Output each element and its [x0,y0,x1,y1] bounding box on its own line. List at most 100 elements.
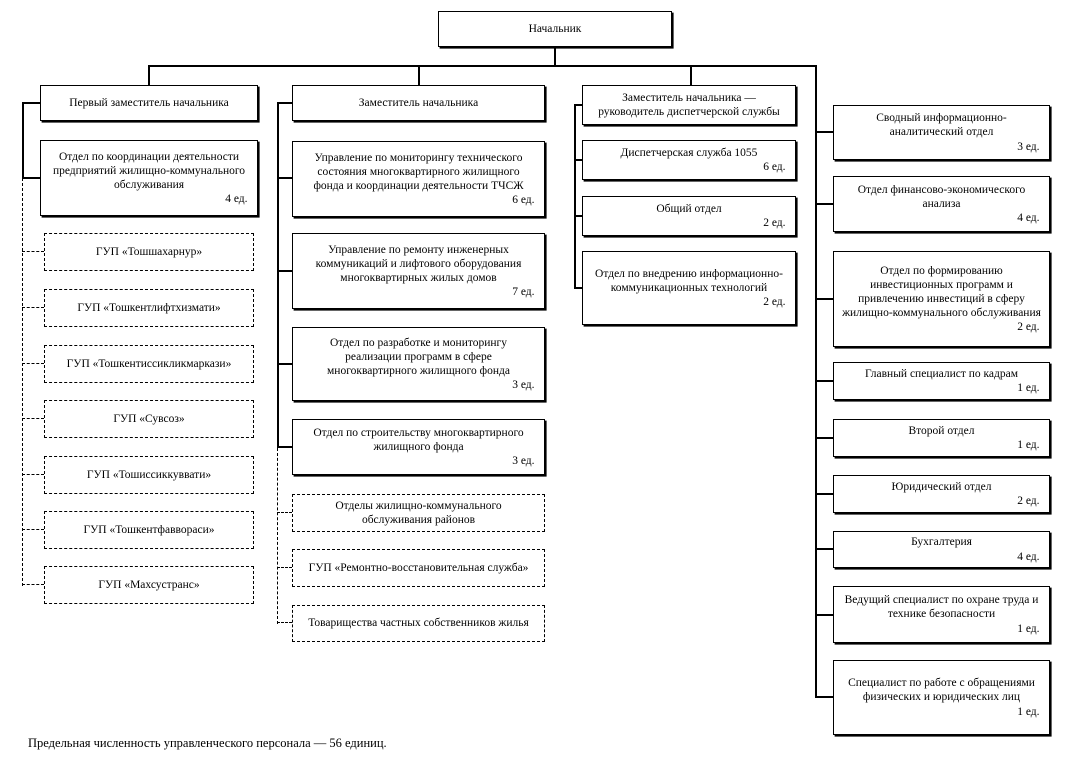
box-count: 6 ед. [763,161,786,173]
connector-line [815,203,833,205]
box-title: Первый заместитель начальника [69,96,229,109]
box-count: 7 ед. [512,286,535,299]
connector-line [815,65,817,698]
box-gup-toshissikkuvvati: ГУП «Тошиссиккуввати» [44,456,254,494]
box-district-services: Отделы жилищно-коммунального обслуживани… [292,494,545,532]
box-count: 1 ед. [1017,705,1040,718]
box-title: Специалист по работе с обращениями физич… [848,677,1035,704]
connector-line-dashed [277,567,292,568]
box-title: Бухгалтерия [911,536,972,549]
box-second-dept: Второй отдел 1 ед. [833,419,1050,457]
connector-line [277,102,292,104]
box-dispatch-service: Диспетчерская служба 1055 6 ед. [582,140,796,180]
box-title: Главный специалист по кадрам [864,367,1019,380]
connector-line-dashed [22,474,44,475]
box-title: ГУП «Тошшахарнур» [95,245,203,258]
connector-line [815,548,833,550]
box-count: 2 ед. [1017,495,1040,507]
connector-line [815,380,833,382]
connector-line-dashed [22,307,44,308]
box-first-deputy: Первый заместитель начальника [40,85,258,121]
connector-line [815,437,833,439]
connector-line [815,614,833,616]
connector-line [277,363,292,365]
box-safety-specialist: Ведущий специалист по охране труда и тех… [833,586,1050,643]
connector-line [148,65,150,85]
footnote: Предельная численность управленческого п… [28,736,387,750]
box-count: 2 ед. [763,217,786,229]
box-count: 1 ед. [1017,382,1040,394]
box-title: Отдел по формированию инвестиционных про… [842,264,1041,319]
box-gup-toshkentissiklikmarkazi: ГУП «Тошкентиссикликмаркази» [44,345,254,383]
box-count: 3 ед. [512,455,535,467]
box-monitoring-dept: Управление по мониторингу технического с… [292,141,545,217]
box-title: ГУП «Тошкентфаввораси» [83,523,215,536]
box-count: 1 ед. [1017,622,1040,635]
box-title: Отдел финансово-экономического анализа [857,183,1026,210]
box-gup-suvsoz: ГУП «Сувсоз» [44,400,254,438]
box-chief: Начальник [438,11,672,47]
connector-line [148,65,816,67]
box-title: Отдел по разработке и мониторингу реализ… [327,336,510,377]
box-count: 2 ед. [763,296,786,308]
connector-line [22,102,40,104]
box-title: Отделы жилищно-коммунального обслуживани… [335,499,502,526]
box-count: 4 ед. [1017,212,1040,224]
box-title: Юридический отдел [891,480,992,493]
connector-line [574,159,582,161]
box-title: ГУП «Ремонтно-восстановительная служба» [308,561,529,574]
box-gup-repair-service: ГУП «Ремонтно-восстановительная служба» [292,549,545,587]
box-gup-toshshaharnur: ГУП «Тошшахарнур» [44,233,254,271]
box-title: Товарищества частных собственников жилья [308,617,529,630]
box-count: 3 ед. [512,379,535,392]
box-title: Отдел по строительству многоквартирного … [313,426,524,453]
box-legal-dept: Юридический отдел 2 ед. [833,475,1050,513]
box-deputy-dispatch: Заместитель начальника — руководитель ди… [582,85,796,125]
connector-line-dashed [22,418,44,419]
connector-line-dashed [22,178,23,586]
box-construction-dept: Отдел по строительству многоквартирного … [292,419,545,475]
connector-line-dashed [22,251,44,252]
box-count: 2 ед. [1017,321,1040,334]
box-title: ГУП «Тошкентиссикликмаркази» [66,357,232,370]
box-citizen-appeals-specialist: Специалист по работе с обращениями физич… [833,660,1050,735]
connector-line-dashed [277,512,292,513]
box-count: 4 ед. [1017,550,1040,563]
box-title: Отдел по внедрению информационно-коммуни… [595,267,783,294]
connector-line [277,270,292,272]
box-gup-mahsustrans: ГУП «Махсустранс» [44,566,254,604]
connector-line [690,65,692,85]
box-homeowners-associations: Товарищества частных собственников жилья [292,605,545,642]
box-title: Заместитель начальника — руководитель ди… [598,91,780,118]
box-title: ГУП «Махсустранс» [98,578,200,591]
box-ict-dept: Отдел по внедрению информационно-коммуни… [582,251,796,325]
box-title: Заместитель начальника [358,96,479,109]
box-title: Управление по ремонту инженерных коммуни… [315,243,522,284]
connector-line [554,47,556,65]
connector-line [277,177,292,179]
connector-line [22,102,24,178]
box-title: Общий отдел [656,202,722,215]
box-hr-specialist: Главный специалист по кадрам 1 ед. [833,362,1050,400]
box-repair-dept: Управление по ремонту инженерных коммуни… [292,233,545,309]
box-title: Начальник [528,22,582,35]
box-count: 1 ед. [1017,439,1040,451]
connector-line [815,298,833,300]
box-investment-dept: Отдел по формированию инвестиционных про… [833,251,1050,347]
box-title: Второй отдел [908,424,975,437]
connector-line [815,493,833,495]
connector-line [574,104,576,289]
box-title: Отдел по координации деятельности предпр… [52,150,246,191]
box-gup-toshkentlifthizmati: ГУП «Тошкентлифтхизмати» [44,289,254,327]
connector-line-dashed [22,584,44,585]
box-accounting: Бухгалтерия 4 ед. [833,531,1050,568]
box-general-dept: Общий отдел 2 ед. [582,196,796,236]
box-count: 4 ед. [225,193,248,206]
connector-line-dashed [22,529,44,530]
connector-line [277,446,292,448]
box-title: ГУП «Тошкентлифтхизмати» [77,301,221,314]
connector-line-dashed [22,363,44,364]
connector-line [574,215,582,217]
box-deputy: Заместитель начальника [292,85,545,121]
